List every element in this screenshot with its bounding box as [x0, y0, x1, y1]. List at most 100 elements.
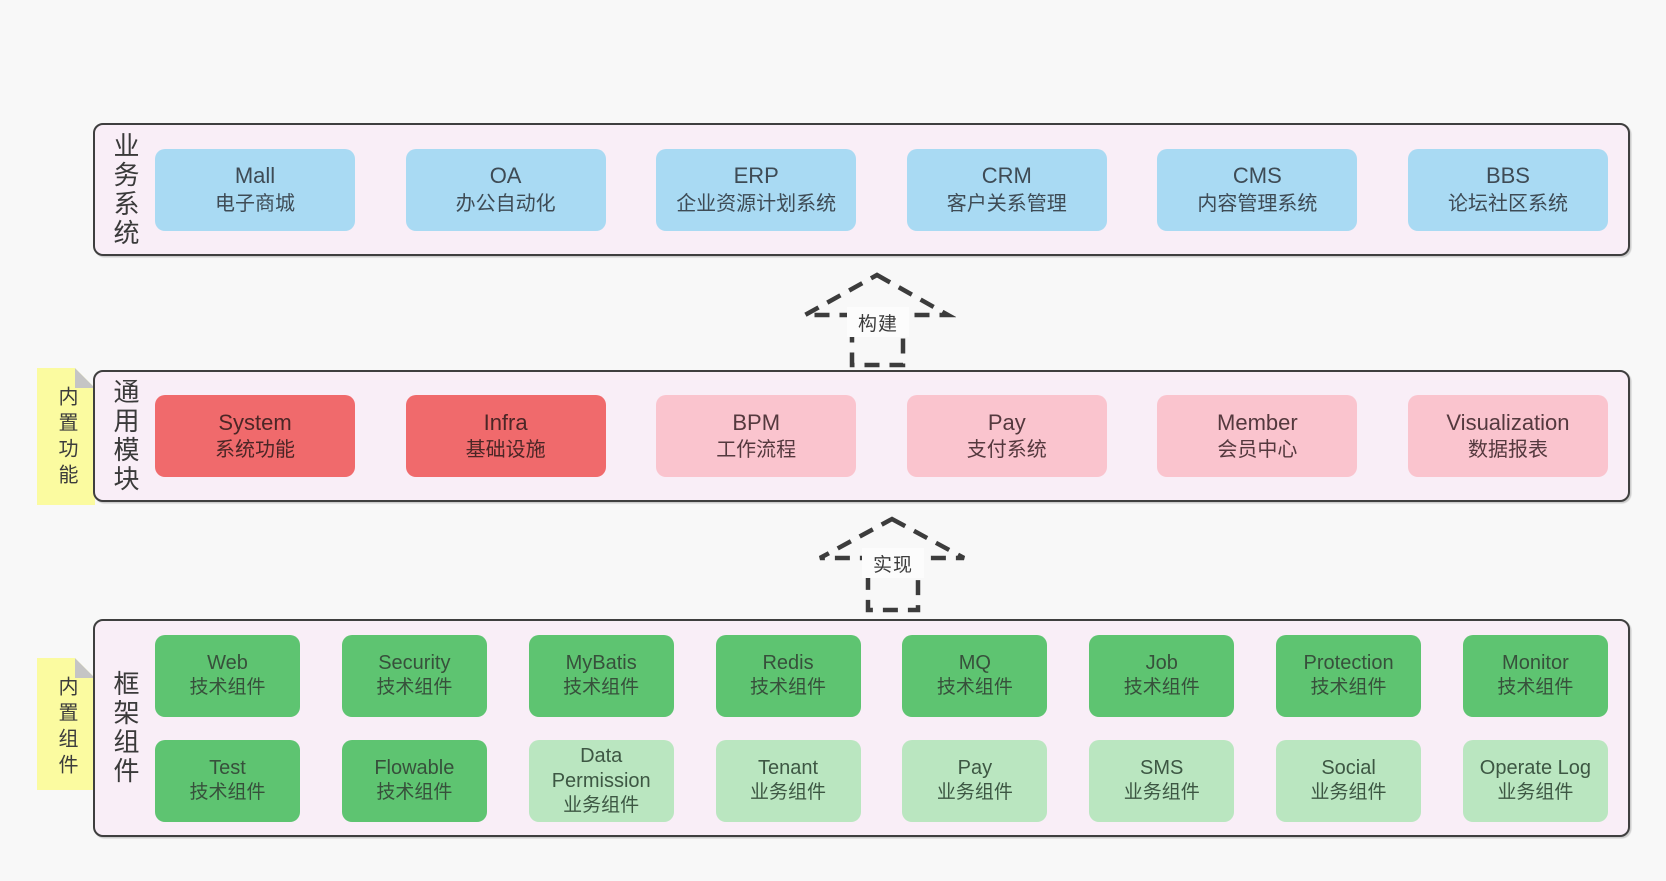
box-oa: OA 办公自动化 [405, 148, 606, 231]
box-visualization-desc: 数据报表 [1467, 439, 1548, 462]
box-data-permission-name: Data Permission [551, 744, 651, 792]
components-boxes-grid: Web 技术组件 Security 技术组件 MyBatis 技术组件 Redi… [155, 621, 1628, 835]
modules-boxes-row: System 系统功能 Infra 基础设施 BPM 工作流程 Pay 支付系统… [155, 372, 1628, 500]
box-pay-system: Pay 支付系统 [906, 395, 1107, 477]
box-crm-name: CRM [981, 163, 1032, 189]
box-infra: Infra 基础设施 [405, 395, 606, 477]
box-pay-component-desc: 业务组件 [936, 782, 1013, 804]
arrow-implement: 实现 [813, 515, 971, 615]
box-flowable-name: Flowable [374, 757, 455, 780]
arrow-build-label: 构建 [847, 307, 909, 337]
box-security-name: Security [378, 652, 451, 675]
box-member-desc: 会员中心 [1217, 439, 1298, 462]
box-mq-name: MQ [958, 652, 991, 675]
box-infra-name: Infra [483, 409, 528, 435]
box-visualization-name: Visualization [1446, 409, 1570, 435]
box-mq: MQ 技术组件 [902, 634, 1048, 717]
box-test-desc: 技术组件 [189, 782, 266, 804]
box-crm-desc: 客户关系管理 [946, 192, 1067, 215]
box-cms: CMS 内容管理系统 [1157, 148, 1358, 231]
panel-business-label: 业务系统 [95, 125, 155, 254]
box-protection: Protection 技术组件 [1276, 634, 1422, 717]
box-web-name: Web [207, 652, 248, 675]
arrow-up-dashed-icon [798, 272, 956, 368]
box-redis-desc: 技术组件 [750, 677, 827, 699]
components-row-1: Web 技术组件 Security 技术组件 MyBatis 技术组件 Redi… [155, 634, 1608, 717]
box-erp: ERP 企业资源计划系统 [656, 148, 857, 231]
panel-business-label-text: 业务系统 [110, 131, 140, 248]
box-test-name: Test [209, 757, 246, 780]
box-flowable-desc: 技术组件 [376, 782, 453, 804]
box-mybatis-name: MyBatis [565, 652, 637, 675]
box-flowable: Flowable 技术组件 [341, 739, 487, 822]
business-boxes-row: Mall 电子商城 OA 办公自动化 ERP 企业资源计划系统 CRM 客户关系… [155, 125, 1628, 254]
panel-components-label: 框架组件 [95, 621, 155, 835]
box-mall-desc: 电子商城 [215, 192, 295, 215]
box-protection-desc: 技术组件 [1310, 677, 1387, 699]
box-redis-name: Redis [762, 652, 814, 675]
box-system-name: System [218, 409, 292, 435]
box-mybatis-desc: 技术组件 [563, 677, 640, 699]
box-monitor: Monitor 技术组件 [1462, 634, 1608, 717]
box-web-desc: 技术组件 [189, 677, 266, 699]
box-sms-name: SMS [1140, 757, 1184, 780]
tag-built-in-features-text: 内置功能 [55, 386, 77, 490]
box-social-desc: 业务组件 [1310, 782, 1387, 804]
box-security-desc: 技术组件 [376, 677, 453, 699]
box-mybatis: MyBatis 技术组件 [528, 634, 674, 717]
box-security: Security 技术组件 [341, 634, 487, 717]
box-member: Member 会员中心 [1157, 395, 1358, 477]
box-data-permission: Data Permission 业务组件 [528, 739, 674, 822]
panel-modules-label: 通用模块 [95, 372, 155, 500]
box-redis: Redis 技术组件 [715, 634, 861, 717]
box-protection-name: Protection [1303, 652, 1394, 675]
arrow-up-dashed-icon [818, 516, 966, 613]
box-test: Test 技术组件 [155, 739, 300, 822]
box-pay-component-name: Pay [957, 757, 993, 780]
box-sms: SMS 业务组件 [1089, 739, 1235, 822]
box-bpm: BPM 工作流程 [656, 395, 857, 477]
box-system-desc: 系统功能 [215, 439, 295, 462]
tag-built-in-components: 内置组件 [37, 658, 95, 790]
box-job: Job 技术组件 [1089, 634, 1235, 717]
box-social-name: Social [1321, 757, 1376, 780]
box-operate-log-desc: 业务组件 [1497, 782, 1574, 804]
box-mall-name: Mall [234, 163, 276, 189]
box-web: Web 技术组件 [155, 634, 300, 717]
box-bbs-name: BBS [1485, 163, 1530, 189]
box-social: Social 业务组件 [1276, 739, 1422, 822]
box-job-desc: 技术组件 [1123, 677, 1200, 699]
box-monitor-desc: 技术组件 [1497, 677, 1574, 699]
box-infra-desc: 基础设施 [465, 439, 546, 462]
box-operate-log-name: Operate Log [1479, 757, 1591, 780]
box-system: System 系统功能 [155, 395, 355, 477]
box-mall: Mall 电子商城 [155, 148, 355, 231]
box-crm: CRM 客户关系管理 [906, 148, 1107, 231]
box-pay-component: Pay 业务组件 [902, 739, 1048, 822]
box-mq-desc: 技术组件 [936, 677, 1013, 699]
box-tenant: Tenant 业务组件 [715, 739, 861, 822]
box-member-name: Member [1217, 409, 1298, 435]
box-monitor-name: Monitor [1502, 652, 1569, 675]
components-row-2: Test 技术组件 Flowable 技术组件 Data Permission … [155, 739, 1608, 822]
box-bbs: BBS 论坛社区系统 [1407, 148, 1608, 231]
folded-corner-icon [75, 368, 95, 388]
box-erp-desc: 企业资源计划系统 [676, 192, 837, 215]
box-cms-name: CMS [1232, 163, 1282, 189]
box-oa-name: OA [489, 163, 522, 189]
box-erp-name: ERP [733, 163, 779, 189]
arrow-implement-label: 实现 [862, 548, 924, 578]
box-bpm-name: BPM [732, 409, 781, 435]
box-pay-system-desc: 支付系统 [966, 439, 1047, 462]
box-pay-system-name: Pay [987, 409, 1026, 435]
panel-framework-components: 框架组件 Web 技术组件 Security 技术组件 MyBatis 技术组件… [93, 619, 1630, 837]
tag-built-in-components-text: 内置组件 [55, 676, 77, 780]
box-operate-log: Operate Log 业务组件 [1462, 739, 1608, 822]
box-tenant-name: Tenant [758, 757, 819, 780]
box-cms-desc: 内容管理系统 [1197, 192, 1318, 215]
box-sms-desc: 业务组件 [1123, 782, 1200, 804]
box-bpm-desc: 工作流程 [716, 439, 797, 462]
box-job-name: Job [1145, 652, 1178, 675]
box-bbs-desc: 论坛社区系统 [1447, 192, 1568, 215]
